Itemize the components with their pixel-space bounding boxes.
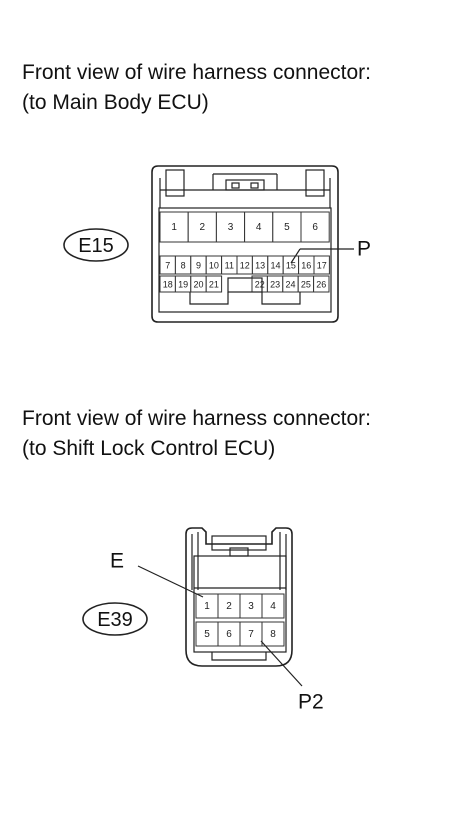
e-callout: E [110, 550, 204, 598]
e15-top-pin-row: 1 2 3 4 5 6 [159, 211, 330, 243]
e15-code-label: E15 [78, 235, 114, 257]
e39-top-pin-row: 1 2 3 4 [195, 593, 285, 619]
pin-number-7: 7 [165, 261, 170, 271]
pin-number-4: 4 [256, 222, 262, 233]
pin-number-5: 5 [204, 629, 210, 640]
pin-cell [313, 255, 330, 275]
pin-cell [272, 211, 302, 243]
pin-number-19: 19 [178, 280, 188, 290]
p-callout-label: P [357, 238, 371, 261]
pin-cell [313, 275, 330, 293]
p2-callout-label: P2 [298, 691, 324, 714]
pin-number-2: 2 [200, 222, 206, 233]
caption-line-2: (to Shift Lock Control ECU) [22, 437, 276, 460]
connector-e39-caption: Front view of wire harness connector: (t… [22, 404, 371, 464]
pin-number-8: 8 [270, 629, 276, 640]
pin-number-3: 3 [228, 222, 234, 233]
caption-line-1: Front view of wire harness connector: [22, 407, 371, 430]
pin-number-24: 24 [285, 280, 295, 290]
pin-number-3: 3 [248, 601, 254, 612]
pin-cell [215, 211, 246, 243]
pin-cell [205, 275, 223, 293]
pin-number-2: 2 [226, 601, 232, 612]
e15-code-badge: E15 [63, 228, 129, 262]
e39-bottom-pin-row: 5 6 7 8 [195, 621, 285, 647]
pin-number-8: 8 [181, 261, 186, 271]
pin-number-4: 4 [270, 601, 276, 612]
p-callout: P [290, 238, 371, 264]
pin-number-25: 25 [301, 280, 311, 290]
e39-code-label: E39 [97, 609, 133, 631]
pin-number-1: 1 [204, 601, 210, 612]
pin-number-11: 11 [225, 261, 234, 271]
caption-line-1: Front view of wire harness connector: [22, 61, 371, 84]
pin-number-6: 6 [312, 222, 318, 233]
pin-cell [261, 621, 285, 647]
pin-number-23: 23 [270, 280, 280, 290]
pin-number-14: 14 [270, 261, 280, 271]
pin-number-15: 15 [286, 261, 296, 271]
pin-cell [300, 211, 330, 243]
pin-cell [244, 211, 274, 243]
p2-callout: P2 [260, 640, 324, 714]
pin-number-12: 12 [240, 261, 250, 271]
connector-e15-caption: Front view of wire harness connector: (t… [22, 58, 371, 118]
pin-number-17: 17 [317, 261, 327, 271]
pin-number-26: 26 [316, 280, 326, 290]
pin-number-1: 1 [171, 222, 177, 233]
pin-number-13: 13 [255, 261, 265, 271]
pin-number-9: 9 [196, 261, 201, 271]
e39-code-badge: E39 [82, 602, 148, 636]
caption-line-2: (to Main Body ECU) [22, 91, 209, 114]
pin-cell [261, 593, 285, 619]
e15-bottom-pin-row: 18 19 20 21 22 23 24 25 26 [159, 275, 330, 293]
e-callout-label: E [110, 550, 124, 573]
pin-number-5: 5 [284, 222, 290, 233]
pin-number-7: 7 [248, 629, 254, 640]
pin-number-20: 20 [193, 280, 203, 290]
pin-number-18: 18 [163, 280, 173, 290]
pin-number-10: 10 [209, 261, 219, 271]
pin-number-22: 22 [255, 280, 265, 290]
pin-number-16: 16 [301, 261, 311, 271]
pin-number-21: 21 [209, 280, 219, 290]
pin-number-6: 6 [226, 629, 232, 640]
connector-e39: 1 2 3 4 5 6 7 8 [185, 527, 293, 667]
